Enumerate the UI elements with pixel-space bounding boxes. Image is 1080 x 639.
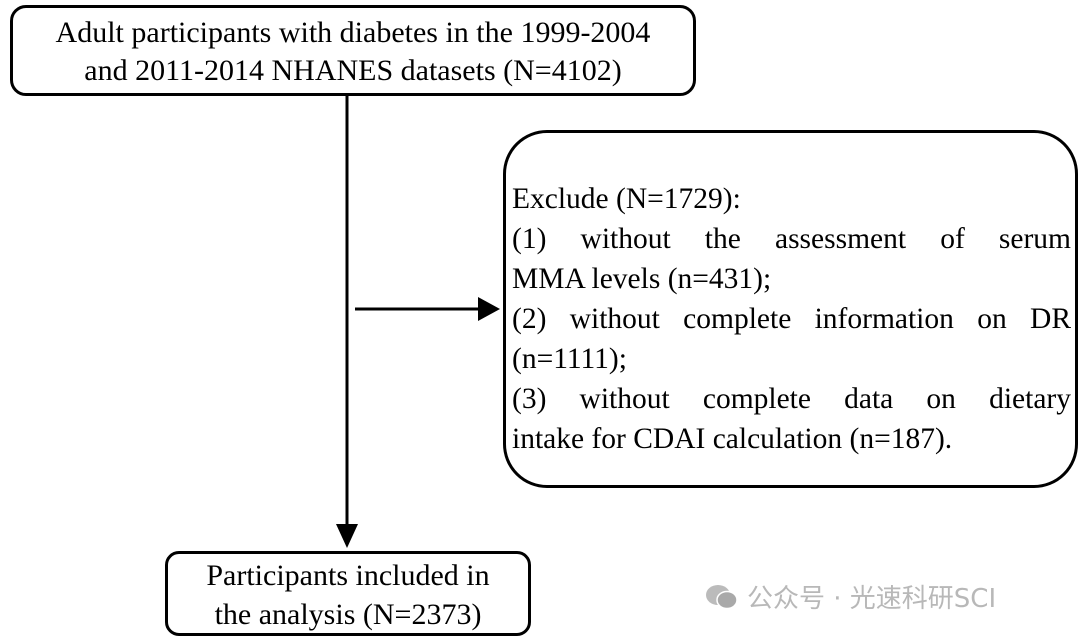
arrowhead-right bbox=[478, 297, 500, 321]
exclusion-line: (n=1111); bbox=[512, 343, 627, 375]
exclusion-line: MMA levels (n=431); bbox=[512, 263, 772, 295]
final-line-1: Participants included in bbox=[206, 559, 490, 592]
final-sample-box: Participants included in the analysis (N… bbox=[165, 551, 531, 636]
source-line-1: Adult participants with diabetes in the … bbox=[55, 16, 651, 49]
exclusion-box: Exclude (N=1729): (1) without the assess… bbox=[503, 130, 1078, 488]
watermark-text: 公众号 · 光速科研SCI bbox=[747, 584, 997, 614]
exclusion-line: (2) without complete information on DR bbox=[512, 303, 1071, 335]
final-line-2: the analysis (N=2373) bbox=[214, 598, 482, 631]
exclusion-line: intake for CDAI calculation (n=187). bbox=[512, 423, 953, 455]
wechat-icon bbox=[705, 583, 739, 611]
watermark: 公众号 · 光速科研SCI bbox=[705, 578, 996, 615]
exclusion-line: (1) without the assessment of serum bbox=[512, 223, 1071, 255]
source-population-box: Adult participants with diabetes in the … bbox=[10, 5, 696, 96]
exclusion-line: (3) without complete data on dietary bbox=[512, 383, 1071, 415]
exclusion-title: Exclude (N=1729): bbox=[512, 183, 741, 215]
arrowhead-down bbox=[336, 524, 358, 548]
source-line-2: and 2011-2014 NHANES datasets (N=4102) bbox=[84, 54, 622, 87]
